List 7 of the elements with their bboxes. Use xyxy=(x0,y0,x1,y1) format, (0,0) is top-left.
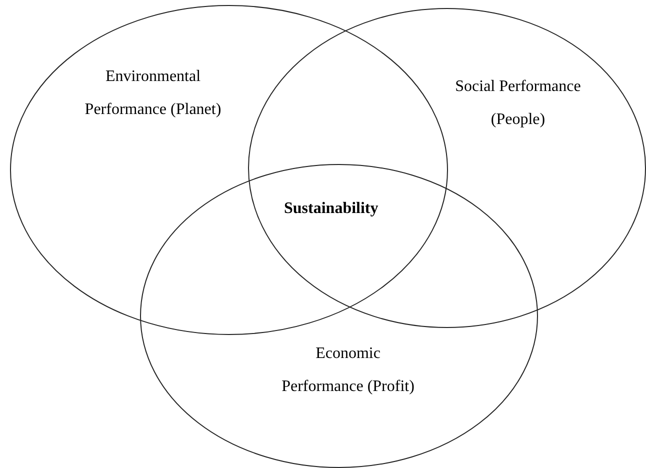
circle-label: Environmental Performance (Planet) xyxy=(84,67,222,120)
circle-label: Social Performance (People) xyxy=(454,77,582,130)
center-label: Sustainability xyxy=(284,200,378,218)
venn-circle xyxy=(140,164,538,468)
circle-label: Economic Performance (Profit) xyxy=(280,344,416,397)
venn-circle xyxy=(10,5,448,335)
venn-circle xyxy=(248,8,646,328)
